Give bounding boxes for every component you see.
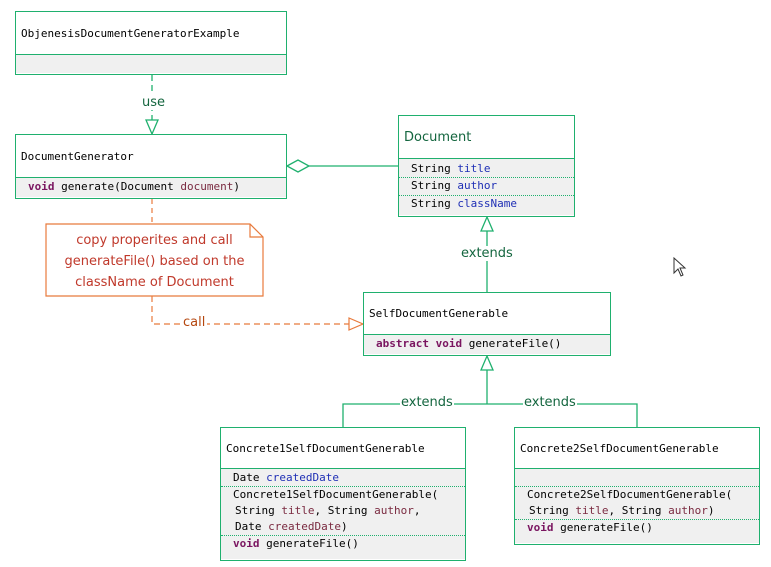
field-author: String author <box>399 177 574 195</box>
note-fold <box>249 224 263 238</box>
class-name: DocumentGenerator <box>16 135 286 178</box>
method-generate-file: abstract void generateFile() <box>376 337 562 350</box>
field-classname: String className <box>399 195 574 213</box>
class-name: Document <box>399 116 574 159</box>
class-methods: abstract void generateFile() <box>364 335 610 354</box>
ctor-line3: Date createdDate) <box>235 520 348 533</box>
note-shape <box>45 223 264 297</box>
ctor-line2: String title, String author, <box>235 504 421 517</box>
extends-document-arrowhead <box>480 215 494 232</box>
class-members: Concrete2SelfDocumentGenerable( String t… <box>515 469 759 543</box>
call-dependency-arrowhead <box>348 317 365 331</box>
use-dependency-arrowhead <box>145 119 159 136</box>
ctor-line2: String title, String author) <box>529 504 715 517</box>
ctor-line1: Concrete2SelfDocumentGenerable( <box>527 488 733 501</box>
method-generate-file: void generateFile() <box>527 521 653 534</box>
members-separator <box>221 486 465 487</box>
class-members: Date createdDate Concrete1SelfDocumentGe… <box>221 469 465 559</box>
field-title: String title <box>411 162 491 175</box>
class-document: Document String title String author Stri… <box>398 115 575 217</box>
note-text: copy properites and call generateFile() … <box>46 230 263 293</box>
extends-concrete2-label: extends <box>523 395 577 410</box>
members-separator <box>221 535 465 536</box>
class-objenesis-example: ObjenesisDocumentGeneratorExample <box>15 11 287 75</box>
use-label: use <box>141 95 167 110</box>
mouse-cursor-icon <box>673 257 687 277</box>
extends-generable-arrowhead <box>480 354 494 371</box>
class-name: Concrete2SelfDocumentGenerable <box>515 428 759 469</box>
note-line: className of Document <box>75 275 234 290</box>
aggregation-diamond <box>285 159 311 173</box>
extends-document-label: extends <box>460 246 514 261</box>
class-fields: String title String author String classN… <box>399 159 574 215</box>
class-concrete1: Concrete1SelfDocumentGenerable Date crea… <box>220 427 466 561</box>
note-line: generateFile() based on the <box>64 254 245 269</box>
class-document-generator: DocumentGenerator void generate(Document… <box>15 134 287 199</box>
class-concrete2: Concrete2SelfDocumentGenerable Concrete2… <box>514 427 760 545</box>
method-generate: void generate(Document document) <box>28 180 240 193</box>
method-generate-file: void generateFile() <box>233 537 359 550</box>
class-methods: void generate(Document document) <box>16 178 286 197</box>
class-name: SelfDocumentGenerable <box>364 293 610 335</box>
members-separator <box>515 486 759 487</box>
ctor-line1: Concrete1SelfDocumentGenerable( <box>233 488 439 501</box>
class-name: ObjenesisDocumentGeneratorExample <box>16 12 286 55</box>
members-separator <box>515 519 759 520</box>
class-name: Concrete1SelfDocumentGenerable <box>221 428 465 469</box>
class-self-document-generable: SelfDocumentGenerable abstract void gene… <box>363 292 611 356</box>
extends-concrete1-label: extends <box>400 395 454 410</box>
empty-fields <box>515 470 759 486</box>
call-label: call <box>181 315 208 330</box>
class-body <box>16 55 286 73</box>
note-line: copy properites and call <box>76 233 233 248</box>
field-created-date: Date createdDate <box>233 471 339 484</box>
